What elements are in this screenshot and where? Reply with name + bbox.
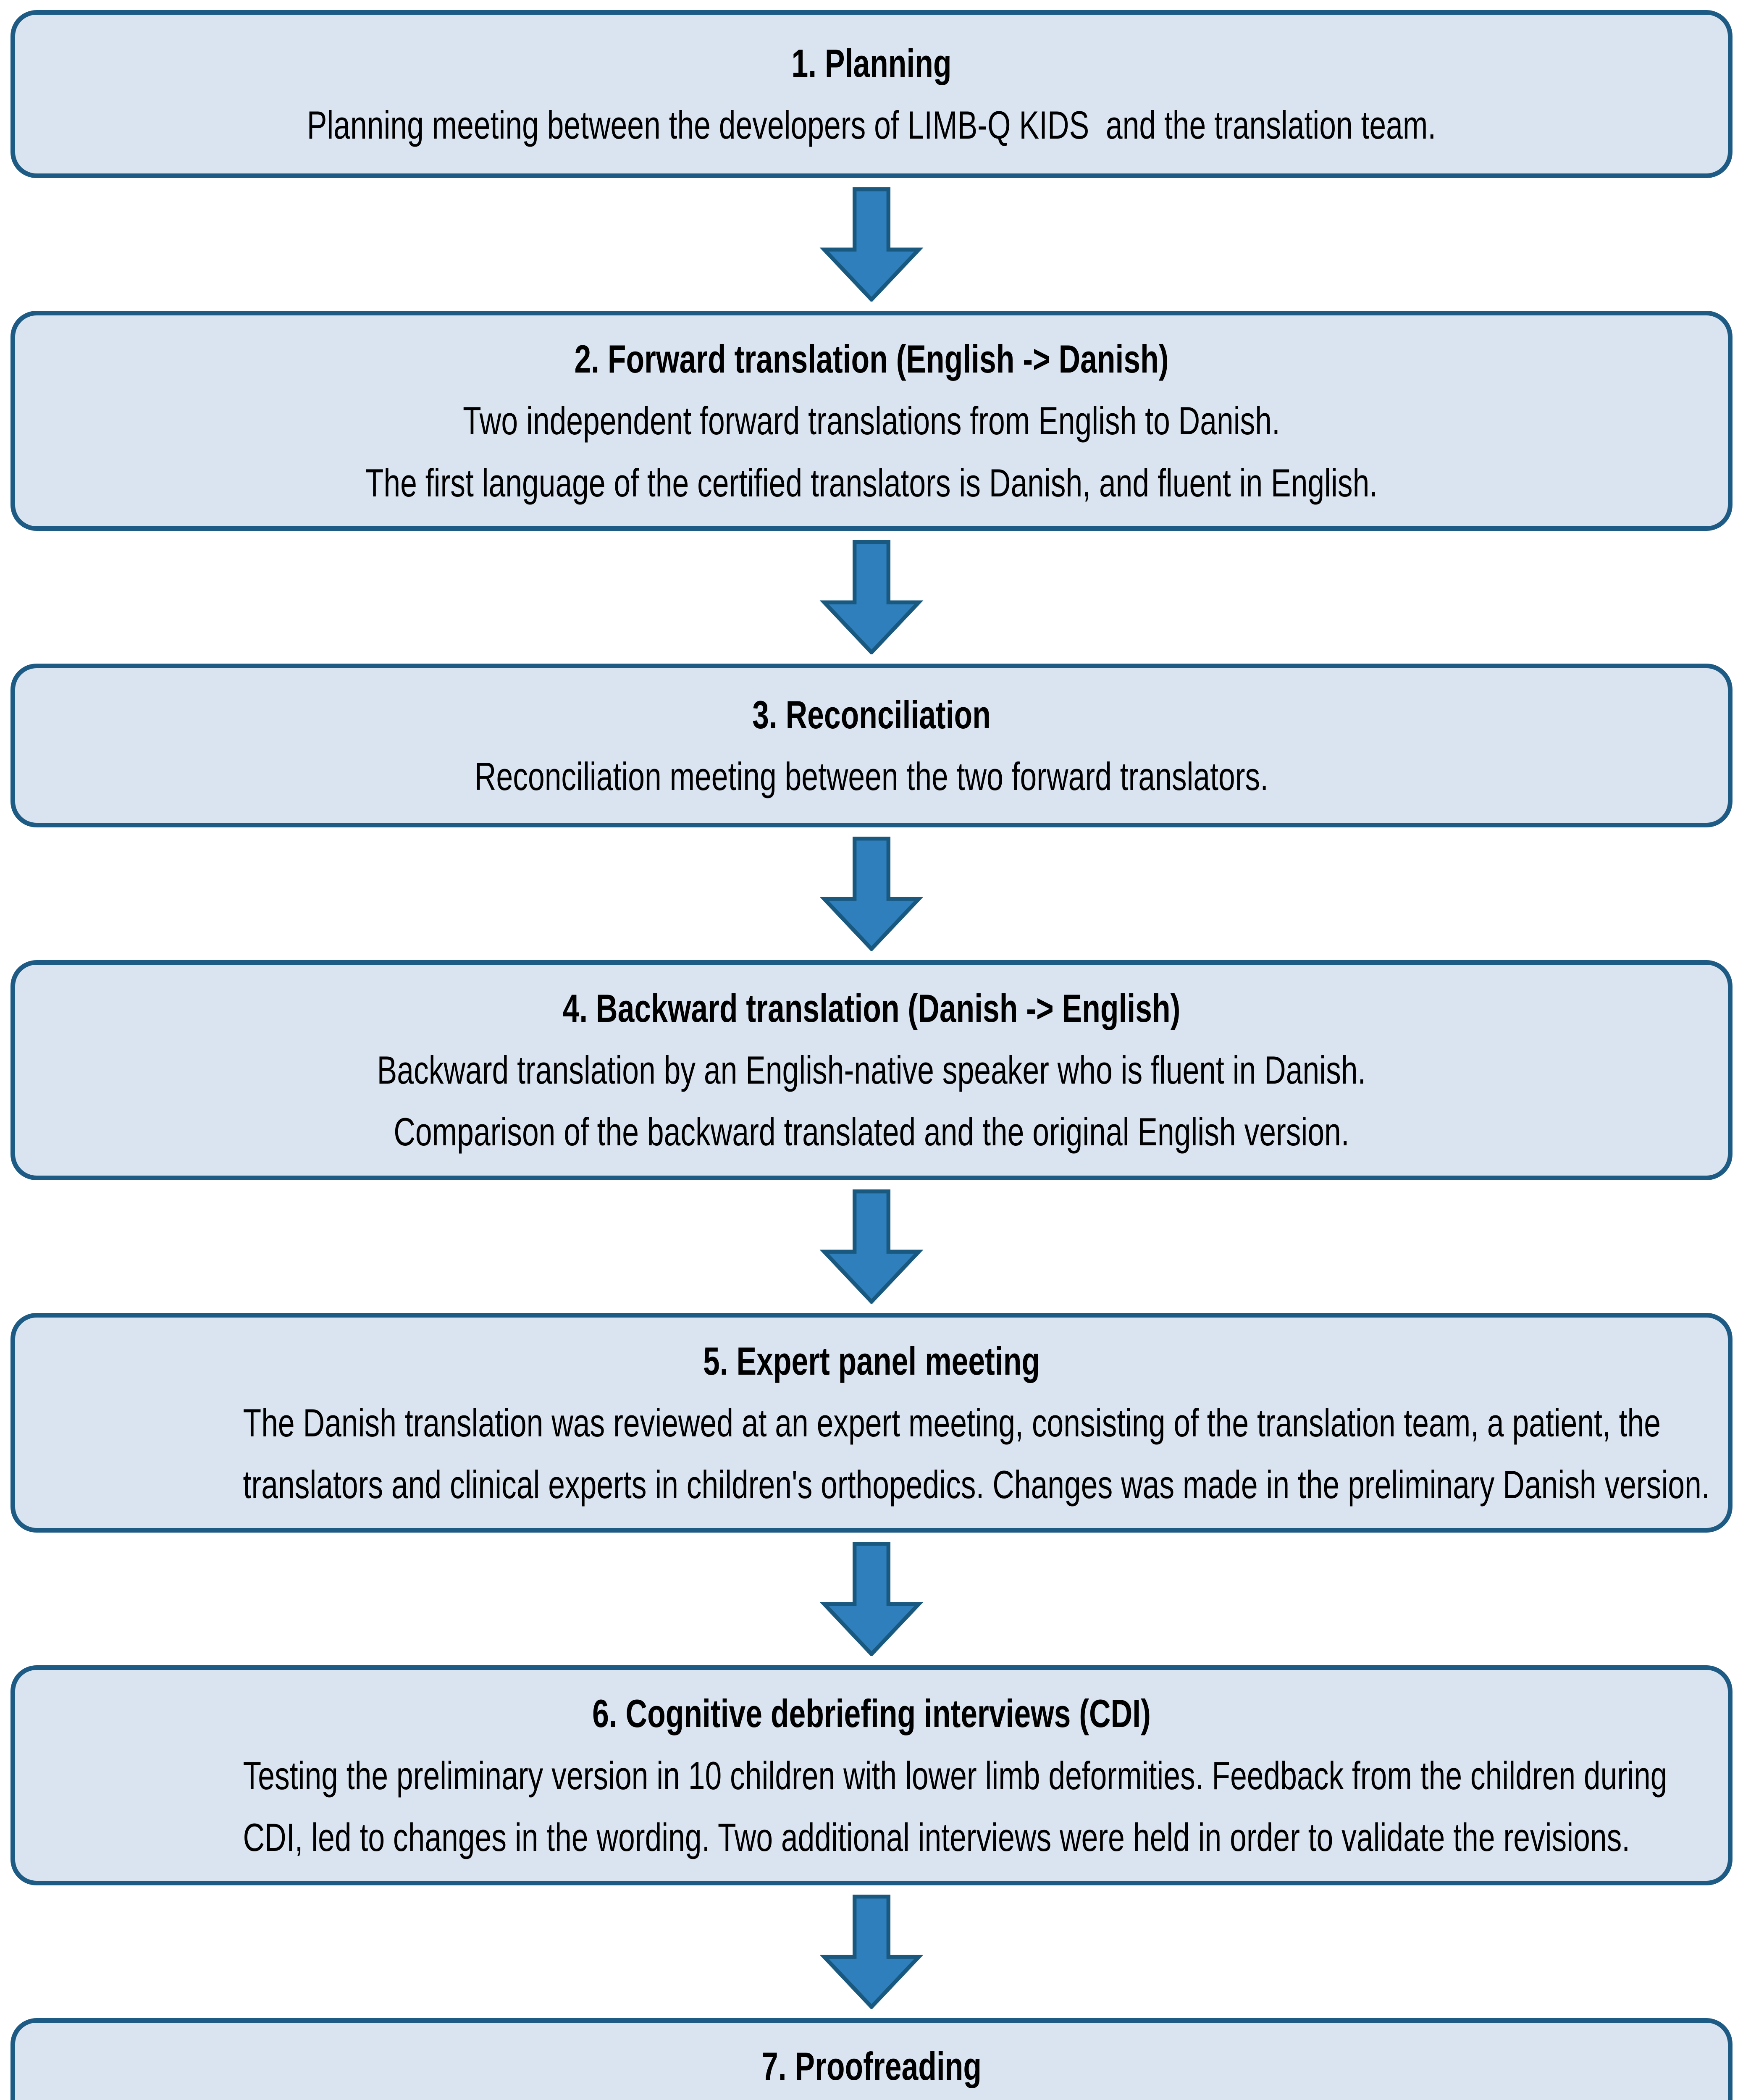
step-title: 3. Reconciliation [752,692,991,737]
step-title: 2. Forward translation (English -> Danis… [574,337,1169,381]
flow-step-3-reconciliation: 3. Reconciliation Reconciliation meeting… [10,663,1732,827]
step-text-line: Two independent forward translations fro… [463,399,1280,443]
flow-step-4-backward-translation: 4. Backward translation (Danish -> Engli… [10,960,1732,1180]
step-text-line: The first language of the certified tran… [365,460,1378,505]
step-text-line: translators and clinical experts in chil… [243,1462,1710,1507]
step-title: 6. Cognitive debriefing interviews (CDI) [592,1691,1151,1736]
step-text-line: Comparison of the backward translated an… [394,1110,1349,1154]
step-title: 4. Backward translation (Danish -> Engli… [562,986,1181,1030]
flow-step-1-planning: 1. Planning Planning meeting between the… [10,10,1732,178]
step-text-line: Backward translation by an English-nativ… [377,1048,1366,1092]
down-arrow-svg [819,1189,924,1304]
down-arrow-svg [819,540,924,654]
down-arrow-svg [819,187,924,302]
flow-step-2-forward-translation: 2. Forward translation (English -> Danis… [10,311,1732,531]
step-text-line: Planning meeting between the developers … [307,103,1436,147]
step-title: 5. Expert panel meeting [703,1339,1040,1383]
step-title: 1. Planning [791,41,952,85]
step-text-line: CDI, led to changes in the wording. Two … [243,1815,1630,1859]
flow-step-7-proofreading: 7. Proofreading The final step is proofr… [10,2018,1732,2100]
down-arrow-icon [819,1895,924,2009]
down-arrow-svg [819,1895,924,2009]
down-arrow-svg [819,836,924,951]
flow-step-6-cognitive-debriefing-interviews: 6. Cognitive debriefing interviews (CDI)… [10,1665,1732,1886]
down-arrow-svg [819,1542,924,1656]
step-text-line: Reconciliation meeting between the two f… [474,754,1269,798]
step-text-line: The Danish translation was reviewed at a… [243,1400,1661,1445]
down-arrow-icon [819,540,924,654]
down-arrow-icon [819,1189,924,1304]
down-arrow-icon [819,187,924,302]
step-title: 7. Proofreading [761,2044,982,2089]
down-arrow-icon [819,1542,924,1656]
down-arrow-icon [819,836,924,951]
flow-step-5-expert-panel-meeting: 5. Expert panel meeting The Danish trans… [10,1312,1732,1533]
step-text-line: Testing the preliminary version in 10 ch… [243,1753,1667,1798]
